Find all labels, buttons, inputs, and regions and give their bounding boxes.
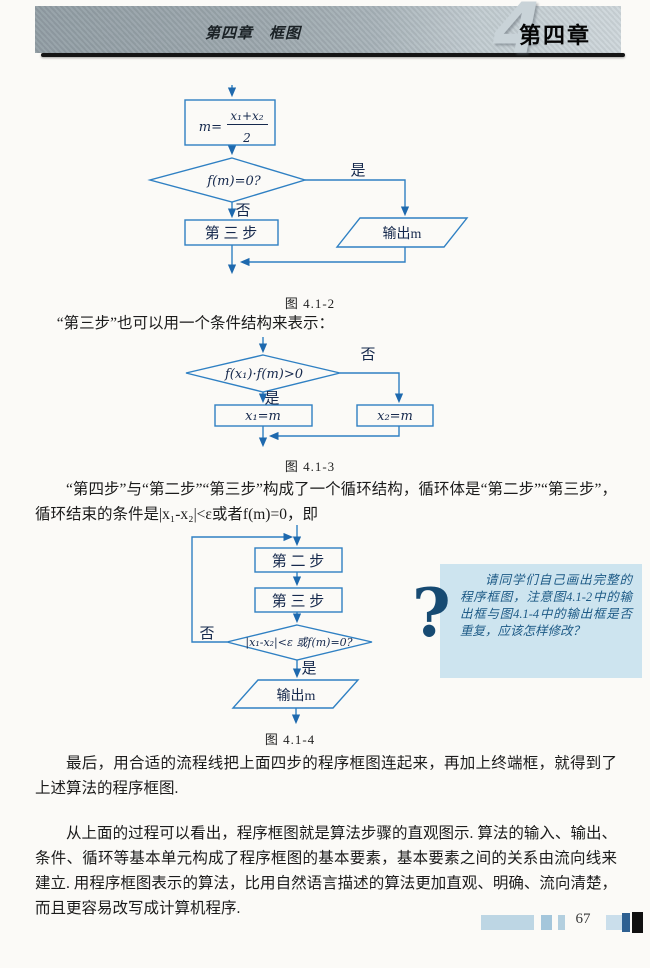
flow-lines bbox=[191, 525, 302, 725]
yes-label: 是 bbox=[350, 163, 365, 179]
process-box-x1m bbox=[214, 404, 313, 427]
chapter-label: 第四章 bbox=[518, 23, 591, 48]
chapter-number-watermark: 4 bbox=[493, 0, 542, 70]
footer-decoration-square bbox=[541, 915, 552, 930]
output-box-text: 输出m bbox=[277, 688, 316, 704]
flowchart-4-1-4: 第 二 步 第 三 步 |x₁-x₂|<ε 或f(m)=0? 否 是 输出m bbox=[191, 525, 373, 725]
decision-diamond-fx1fm bbox=[185, 354, 341, 393]
footer-decoration-bar bbox=[481, 915, 534, 930]
assign-denominator-text: 2 bbox=[242, 131, 251, 145]
decision-diamond-loop-end bbox=[226, 624, 373, 661]
step2-box-text: 第 二 步 bbox=[272, 552, 325, 570]
footer-decoration-dark-square bbox=[622, 913, 630, 932]
step3-box-text: 第 三 步 bbox=[272, 592, 325, 610]
flow-lines bbox=[258, 337, 404, 448]
x1m-box-text: x₁=m bbox=[245, 409, 281, 424]
footer-decoration-bar bbox=[606, 915, 622, 930]
flow-lines bbox=[227, 85, 410, 275]
question-mark-icon: ? bbox=[412, 574, 451, 652]
process-box-step2 bbox=[254, 547, 343, 573]
figure-caption-4-1-3: 图 4.1-3 bbox=[284, 459, 336, 474]
decision-diamond-fm0 bbox=[147, 157, 308, 203]
process-box-step3 bbox=[254, 587, 343, 613]
assign-numerator-text: x₁+x₂ bbox=[230, 109, 263, 123]
paragraph-condition-intro: “第三步”也可以用一个条件结构来表示： bbox=[56, 315, 334, 332]
no-label: 否 bbox=[360, 347, 375, 363]
yes-label: 是 bbox=[264, 391, 279, 407]
step3-box-text: 第 三 步 bbox=[205, 224, 258, 242]
chapter-banner: 4 第四章 框图 第四章 bbox=[35, 0, 621, 64]
output-parallelogram-m bbox=[231, 679, 360, 709]
figure-caption-4-1-2: 图 4.1-2 bbox=[284, 296, 336, 311]
yes-label: 是 bbox=[301, 661, 316, 677]
flowchart-4-1-3: f(x₁)·f(m)>0 否 是 x₁=m x₂=m bbox=[185, 337, 434, 448]
no-label: 否 bbox=[235, 203, 250, 219]
footer-decoration-square bbox=[558, 915, 565, 930]
process-box-step3 bbox=[184, 219, 279, 246]
banner-underline bbox=[41, 53, 625, 57]
running-title: 第四章 框图 bbox=[205, 25, 302, 42]
margin-note-box: 请同学们自己画出完整的程序框图，注意图4.1-2中的输出框与图4.1-4中的输出… bbox=[440, 564, 642, 678]
no-label: 否 bbox=[199, 626, 214, 642]
paragraph-final-step: 最后，用合适的流程线把上面四步的程序框图连起来，再加上终端框，就得到了上述算法的… bbox=[35, 755, 617, 797]
page-number: 67 bbox=[575, 911, 591, 927]
output-parallelogram-m bbox=[335, 217, 469, 248]
flowchart-4-1-2: m= x₁+x₂ 2 f(m)=0? 是 否 第 三 步 输出m bbox=[147, 85, 469, 275]
process-box-x2m bbox=[356, 404, 434, 427]
figure-caption-4-1-4: 图 4.1-4 bbox=[264, 732, 316, 747]
assign-lhs-text: m= bbox=[199, 120, 222, 135]
x2m-box-text: x₂=m bbox=[377, 409, 413, 424]
process-box-assign-m bbox=[184, 99, 276, 146]
condition-text: f(m)=0? bbox=[206, 174, 261, 189]
output-box-text: 输出m bbox=[383, 226, 422, 242]
paragraph-summary: 从上面的过程可以看出，程序框图就是算法步骤的直观图示. 算法的输入、输出、条件、… bbox=[35, 825, 617, 917]
condition-text: f(x₁)·f(m)>0 bbox=[224, 367, 303, 382]
margin-note-text: 请同学们自己画出完整的程序框图，注意图4.1-2中的输出框与图4.1-4中的输出… bbox=[460, 573, 632, 638]
condition-text: |x₁-x₂|<ε 或f(m)=0? bbox=[245, 636, 352, 650]
paragraph-loop-structure: “第四步”与“第二步”“第三步”构成了一个循环结构，循环体是“第二步”“第三步”… bbox=[35, 481, 617, 523]
footer-decoration-black-square bbox=[632, 912, 643, 933]
